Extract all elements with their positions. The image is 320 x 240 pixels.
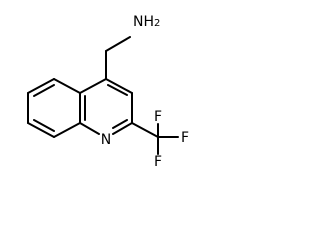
atom-labels: NH2 N F F F xyxy=(101,14,189,170)
ring-nitrogen-label: N xyxy=(101,132,111,148)
bond-ch2-nh2 xyxy=(105,36,131,52)
molecule-structure: NH2 N F F F xyxy=(27,14,189,170)
bond-c8-c8a xyxy=(53,122,81,138)
bond-double-c5-c6 xyxy=(33,84,55,97)
bond-double-c2-n1 xyxy=(112,119,128,129)
bond-c7-c8 xyxy=(27,122,55,138)
amine-label: NH2 xyxy=(133,14,160,30)
bond-n1-c8a xyxy=(79,122,100,135)
bond-c4a-c4 xyxy=(79,78,107,94)
bond-c4-c3 xyxy=(105,78,133,94)
fluorine-top-label: F xyxy=(154,109,162,125)
bond-c5-c6 xyxy=(27,78,55,94)
bond-double-c4-c3 xyxy=(107,84,128,96)
fluorine-right-label: F xyxy=(181,130,189,146)
bond-c2-cf3 xyxy=(131,122,159,138)
fluorine-bottom-label: F xyxy=(154,154,162,170)
bond-lines xyxy=(27,36,179,155)
bond-c4a-c5 xyxy=(53,78,81,94)
bond-c2-n1 xyxy=(112,122,133,135)
bond-double-c7-c8 xyxy=(33,119,55,132)
